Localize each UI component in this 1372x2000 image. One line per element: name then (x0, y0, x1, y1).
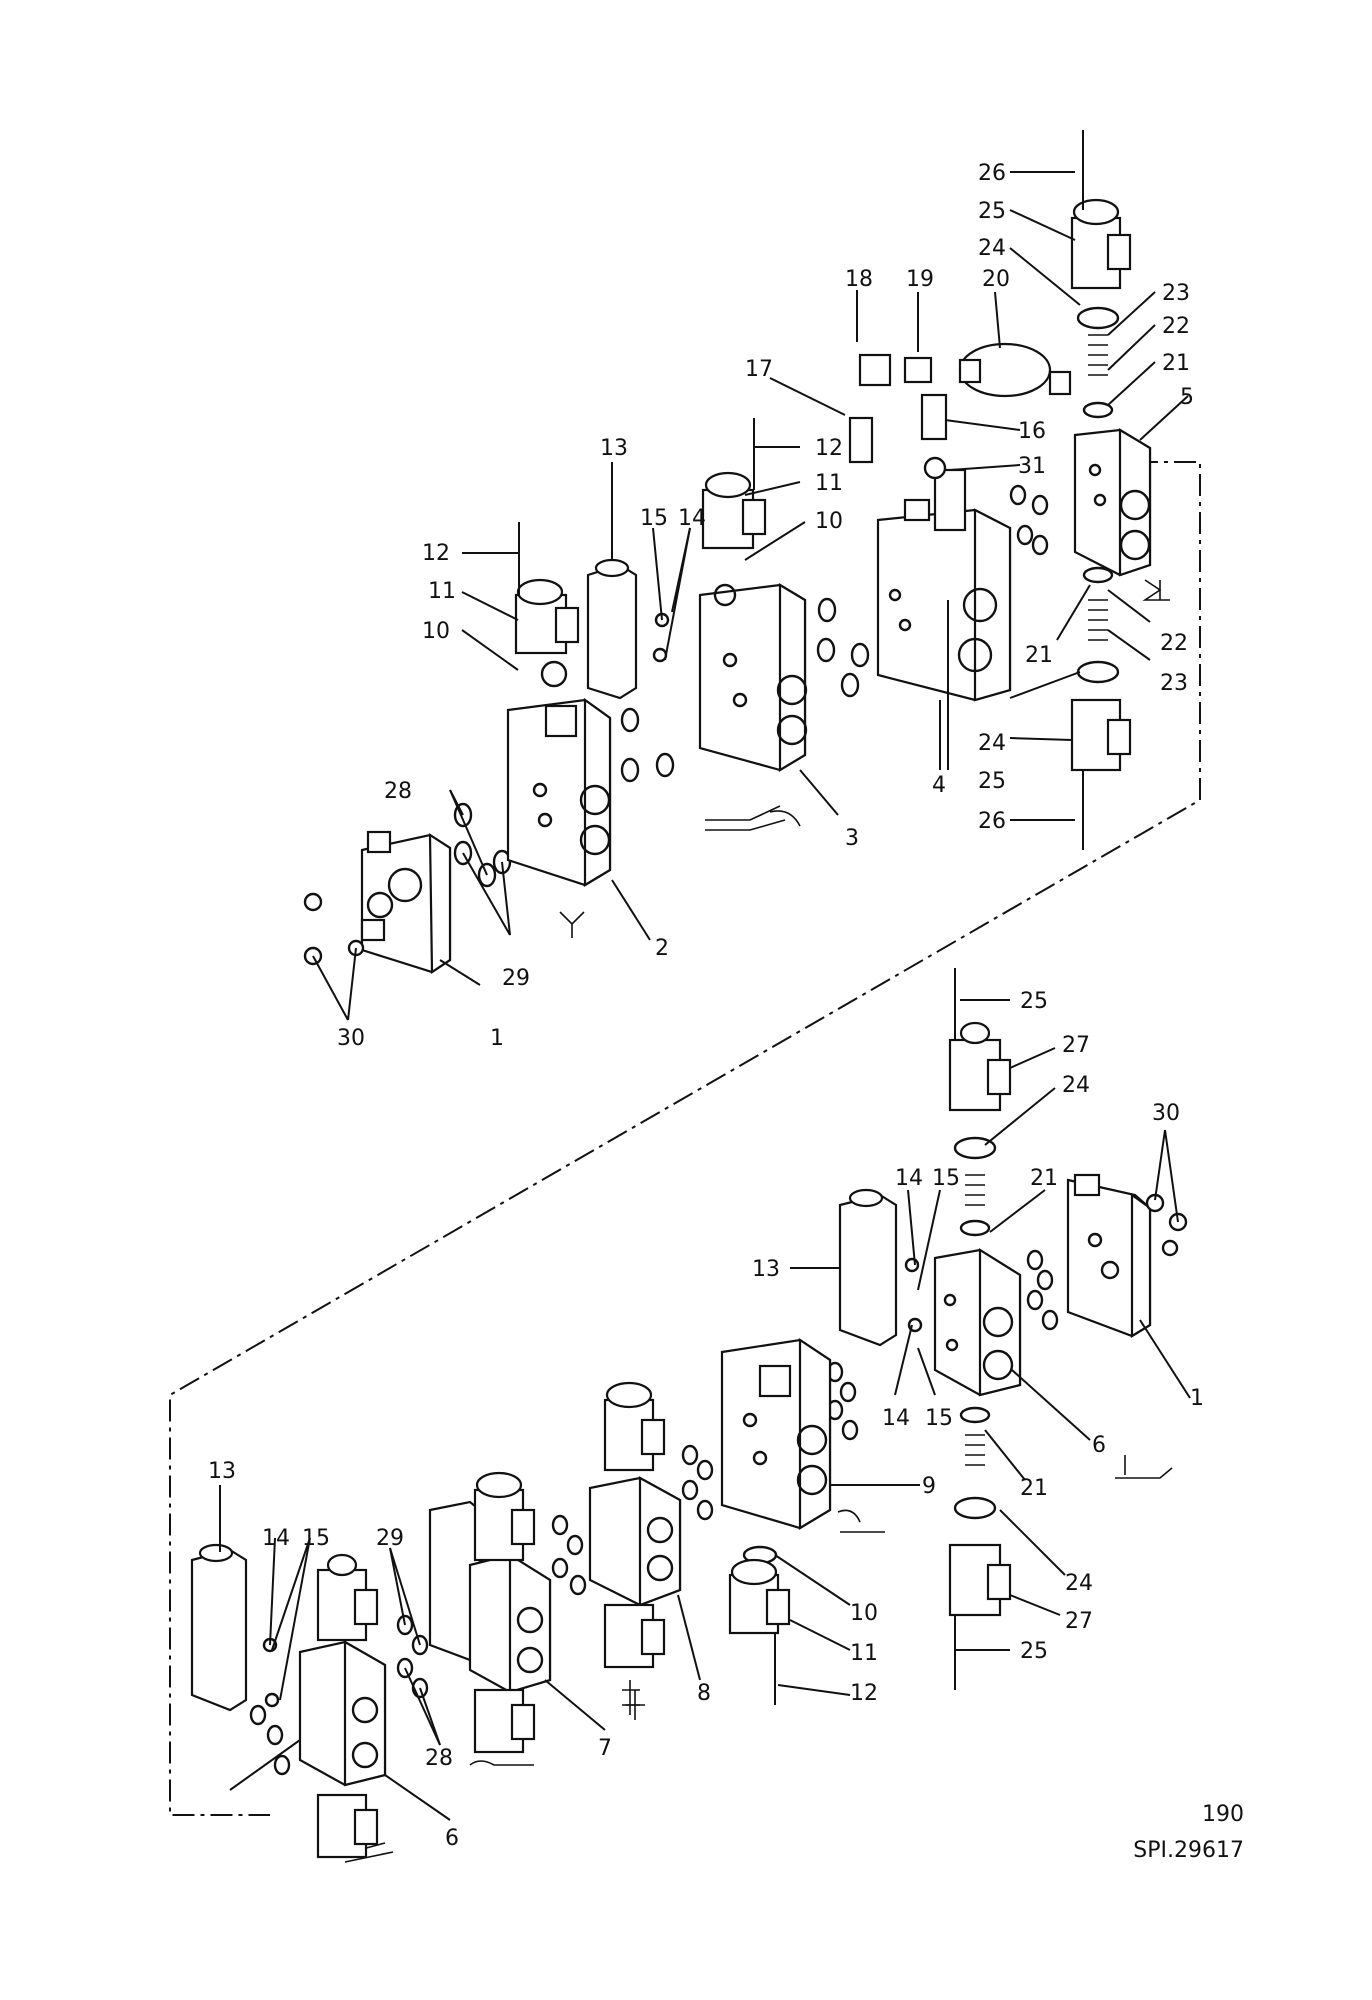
part-13-check-valve-lower-left (190, 1543, 291, 1776)
part-1-end-plate-lower (1066, 1173, 1188, 1338)
callout-15a: 15 (640, 506, 668, 531)
callout-12a: 12 (815, 436, 843, 461)
callout-21: 21 (1162, 351, 1190, 376)
callout-22: 22 (1162, 314, 1190, 339)
part-8-valve-section (588, 1381, 682, 1715)
drawing-reference: SPI.29617 (1133, 1838, 1244, 1863)
callout-30a: 30 (337, 1026, 365, 1051)
callout-21b: 21 (1025, 643, 1053, 668)
callout-8: 8 (697, 1681, 711, 1706)
callout-20: 20 (982, 267, 1010, 292)
callout-15b: 15 (932, 1166, 960, 1191)
callout-15c: 15 (925, 1406, 953, 1431)
callout-6a: 6 (1092, 1433, 1106, 1458)
callout-31: 31 (1018, 454, 1046, 479)
callout-13a: 13 (600, 436, 628, 461)
part-7-valve-section (428, 1471, 552, 1754)
callout-14c: 14 (882, 1406, 910, 1431)
callout-13c: 13 (208, 1459, 236, 1484)
callout-11c: 11 (850, 1641, 878, 1666)
callout-25b: 25 (978, 769, 1006, 794)
callout-14b: 14 (895, 1166, 923, 1191)
part-11-solenoid-upper-mid (701, 418, 767, 550)
callout-22b: 22 (1160, 631, 1188, 656)
callout-labels-upper: 26 25 24 23 22 21 5 18 19 20 17 16 12 31… (337, 161, 1194, 1051)
callout-28a: 28 (384, 779, 412, 804)
callout-24b: 24 (978, 731, 1006, 756)
part-28-29-seals (453, 802, 512, 888)
callout-11b: 11 (428, 579, 456, 604)
callout-26: 26 (978, 161, 1006, 186)
callout-19: 19 (906, 267, 934, 292)
section-seals-lower-left (396, 1614, 429, 1699)
callout-2: 2 (655, 936, 669, 961)
callout-27b: 27 (1065, 1609, 1093, 1634)
part-24-to-27-lower-coil-stack (948, 968, 1012, 1690)
callout-9: 9 (922, 1474, 936, 1499)
callout-15d: 15 (302, 1526, 330, 1551)
callout-29a: 29 (502, 966, 530, 991)
tool-symbols (339, 579, 1173, 1863)
part-6-valve-section-left (298, 1553, 387, 1859)
part-30-nuts (303, 892, 365, 966)
part-13-check-valve-lower-right (838, 1188, 923, 1347)
callout-14d: 14 (262, 1526, 290, 1551)
callout-24d: 24 (1065, 1571, 1093, 1596)
callout-11a: 11 (815, 471, 843, 496)
callout-23: 23 (1162, 281, 1190, 306)
callout-10b: 10 (422, 619, 450, 644)
part-9-valve-section (720, 1337, 832, 1530)
callout-5: 5 (1180, 385, 1194, 410)
leader-lines (219, 171, 1191, 1821)
callout-10a: 10 (815, 509, 843, 534)
part-4-main-body (876, 456, 1012, 770)
part-11-solenoid-upper-left (514, 522, 580, 655)
callout-25: 25 (978, 199, 1006, 224)
callout-16: 16 (1018, 419, 1046, 444)
callout-6b: 6 (445, 1826, 459, 1851)
part-11-solenoid-lower (728, 1545, 791, 1705)
phantom-line (169, 461, 1201, 1816)
section-seals-lower-right (826, 1249, 1059, 1441)
part-1-end-plate (360, 830, 452, 975)
part-21-to-26-upper-coil-stack (1070, 130, 1132, 850)
section-seals-upper-right (1009, 484, 1049, 556)
part-3-seals (620, 597, 870, 783)
callout-12c: 12 (850, 1681, 878, 1706)
part-3-valve-section (698, 583, 808, 772)
callout-21d: 21 (1020, 1476, 1048, 1501)
callout-25c: 25 (1020, 989, 1048, 1014)
callout-12b: 12 (422, 541, 450, 566)
callout-1a: 1 (490, 1026, 504, 1051)
part-16-to-20-accumulator-fittings (848, 342, 1072, 464)
callout-14a: 14 (678, 506, 706, 531)
callout-28b: 28 (425, 1746, 453, 1771)
section-seals-mid (551, 1444, 714, 1596)
part-6-valve-section-right (933, 1248, 1022, 1397)
callout-24: 24 (978, 236, 1006, 261)
part-2-valve-section (506, 660, 612, 887)
callout-21c: 21 (1030, 1166, 1058, 1191)
callout-labels-lower: 25 27 24 30 14 15 21 13 1 14 15 6 21 9 2… (208, 989, 1204, 1851)
callout-10c: 10 (850, 1601, 878, 1626)
callout-23b: 23 (1160, 671, 1188, 696)
callout-26b: 26 (978, 809, 1006, 834)
callout-27a: 27 (1062, 1033, 1090, 1058)
callout-17: 17 (745, 357, 773, 382)
callout-30b: 30 (1152, 1101, 1180, 1126)
callout-29b: 29 (376, 1526, 404, 1551)
callout-1b: 1 (1190, 1386, 1204, 1411)
part-5-end-section (1073, 428, 1152, 577)
callout-3: 3 (845, 826, 859, 851)
part-13-check-valve-upper (586, 558, 670, 700)
callout-4: 4 (932, 773, 946, 798)
callout-13b: 13 (752, 1257, 780, 1282)
page-number: 190 (1202, 1802, 1244, 1827)
callout-25d: 25 (1020, 1639, 1048, 1664)
callout-24c: 24 (1062, 1073, 1090, 1098)
callout-18: 18 (845, 267, 873, 292)
callout-7: 7 (598, 1736, 612, 1761)
